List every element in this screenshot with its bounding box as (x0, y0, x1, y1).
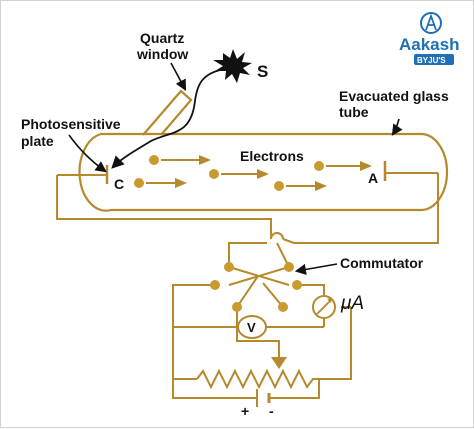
cathode-label: C (114, 176, 124, 192)
battery-plus-label: + (241, 403, 249, 419)
commutator-pointer (294, 263, 338, 275)
anode-label: A (368, 170, 378, 186)
evacuated-tube-pointer (391, 118, 403, 136)
aakash-logo-icon: Aakash BYJU'S (399, 12, 459, 65)
battery-icon (256, 389, 271, 407)
logo-sub-text: BYJU'S (417, 56, 446, 65)
photosensitive-plate-pointer (68, 134, 107, 173)
anode-plate (383, 161, 438, 181)
light-ray (111, 68, 226, 169)
logo-brand-text: Aakash (399, 35, 459, 54)
electron-dot-icon (149, 155, 211, 165)
electrons-label: Electrons (240, 148, 304, 164)
photosensitive-plate-label-line2: plate (21, 133, 54, 149)
evacuated-tube-label-line2: tube (339, 104, 369, 120)
voltmeter-icon (237, 315, 267, 339)
electron-dot-icon (274, 181, 327, 191)
source-label: S (257, 62, 268, 81)
quartz-window-pointer (170, 62, 187, 91)
microammeter-icon (312, 295, 336, 319)
photosensitive-plate-label-line1: Photosensitive (21, 116, 121, 132)
external-circuit (56, 173, 439, 399)
quartz-window-label-line1: Quartz (140, 30, 184, 46)
evacuated-tube-label-line1: Evacuated glass (339, 88, 449, 104)
light-source-burst-icon (213, 49, 252, 83)
cathode-plate (57, 165, 109, 184)
rheostat-icon (196, 357, 319, 390)
voltmeter-label: V (247, 320, 256, 335)
electron-dot-icon (134, 178, 187, 188)
microammeter-label: μA (340, 293, 364, 314)
electron-stream (134, 155, 372, 191)
electron-dot-icon (209, 169, 269, 179)
commutator (210, 262, 302, 312)
battery-minus-label: - (269, 403, 274, 419)
quartz-window-label-line2: window (136, 46, 188, 62)
commutator-label: Commutator (340, 255, 424, 271)
evacuated-glass-tube (78, 89, 449, 212)
electron-dot-icon (314, 161, 372, 171)
